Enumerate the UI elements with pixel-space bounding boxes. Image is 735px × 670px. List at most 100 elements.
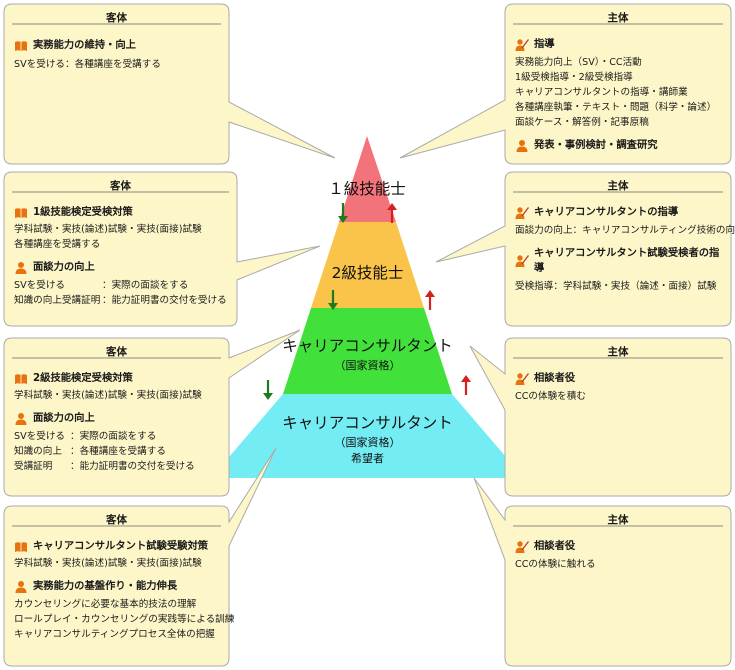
level-1-label: １級技能士 (328, 180, 406, 198)
section-heading: 相談者役 (515, 371, 723, 386)
card-title: 客体 (110, 180, 131, 192)
heading-text: 相談者役 (534, 540, 576, 552)
arrow-up-icon (425, 290, 435, 310)
heading-text: 面談力の向上 (33, 412, 95, 424)
section-heading: 相談者役 (515, 539, 723, 554)
section-heading: キャリアコンサルタント試験受検者の指導 (515, 246, 723, 276)
section-heading: 実務能力の維持・向上 (14, 38, 221, 53)
card-left-1: 客体 実務能力の維持・向上 SVを受ける：各種講座を受講する (4, 4, 229, 164)
heading-text: キャリアコンサルタント試験受験対策 (33, 540, 209, 552)
callout-right-3 (469, 337, 732, 497)
body-line: キャリアコンサルティングプロセス全体の把握 (14, 629, 215, 640)
level-4-sublabel: （国家資格） (334, 436, 401, 449)
callout-right-1 (399, 3, 732, 165)
heading-text: キャリアコンサルタント試験受検者の指導 (534, 247, 720, 274)
book-icon (15, 207, 27, 218)
level-2-label: 2級技能士 (331, 264, 404, 282)
card-title: 客体 (106, 12, 127, 24)
body-line: CCの体験に触れる (515, 559, 596, 570)
person-icon (516, 139, 528, 152)
heading-text: 実務能力の基盤作り・能力伸長 (33, 580, 178, 592)
heading-text: 相談者役 (534, 372, 576, 384)
body-pair: 受講証明：能力証明書の交付を受ける (14, 461, 195, 472)
body-line: SVを受ける：各種講座を受講する (14, 59, 161, 70)
body-line: CCの体験を積む (515, 391, 586, 402)
card-title: 主体 (607, 12, 629, 24)
heading-text: 1級技能検定受検対策 (33, 206, 133, 218)
card-left-4: 客体 キャリアコンサルタント試験受験対策 学科試験・実技(論述)試験・実技(面接… (4, 506, 234, 666)
body-line: 面談ケース・解答例・記事原稿 (515, 117, 649, 128)
section-heading: 指導 (515, 37, 723, 52)
heading-text: キャリアコンサルタントの指導 (534, 206, 679, 218)
body-line: 各種講座執筆・テキスト・問題（科学・論述） (515, 102, 717, 113)
teacher-icon (515, 540, 529, 553)
body-pair: 知識の向上：各種講座を受講する (14, 446, 166, 457)
pyramid-level-2 (311, 222, 424, 308)
pyramid-level-1 (339, 136, 396, 222)
arrow-down-icon (338, 203, 348, 223)
section-heading: 実務能力の基盤作り・能力伸長 (14, 579, 221, 594)
section-heading: 発表・事例検討・調査研究 (515, 138, 723, 153)
body-line: キャリアコンサルタントの指導・講師業 (515, 87, 688, 98)
section-heading: キャリアコンサルタントの指導 (515, 205, 723, 220)
callout-left-1 (3, 3, 336, 165)
teacher-icon (515, 206, 529, 219)
person-icon (15, 261, 27, 274)
pyramid-level-4 (211, 394, 524, 478)
card-title: 主体 (607, 346, 629, 358)
callout-left-2 (3, 171, 321, 327)
heading-text: 実務能力の維持・向上 (33, 39, 136, 51)
section-heading: キャリアコンサルタント試験受験対策 (14, 539, 221, 554)
body-pair: SVを受ける：実際の面談をする (14, 280, 189, 291)
heading-text: 面談力の向上 (33, 261, 95, 273)
heading-text: 発表・事例検討・調査研究 (534, 139, 658, 151)
level-4-sublabel-2: 希望者 (351, 452, 384, 465)
teacher-icon (515, 372, 529, 385)
book-icon (15, 40, 27, 51)
body-line: 学科試験・実技(論述)試験・実技(面接)試験 (14, 224, 202, 235)
body-line: 学科試験・実技(論述)試験・実技(面接)試験 (14, 558, 202, 569)
section-heading: 1級技能検定受検対策 (14, 205, 229, 220)
person-icon (15, 412, 27, 425)
person-icon (15, 580, 27, 593)
arrow-down-icon (328, 290, 338, 310)
card-right-4: 主体 相談者役 CCの体験に触れる (505, 506, 731, 666)
card-title: 客体 (106, 514, 127, 526)
section-heading: 面談力の向上 (14, 260, 229, 275)
callout-right-2 (435, 171, 732, 327)
body-line: 1級受検指導・2級受検指導 (515, 72, 633, 83)
arrow-up-icon (461, 375, 471, 395)
book-icon (15, 373, 27, 384)
card-left-2: 客体 1級技能検定受検対策 学科試験・実技(論述)試験・実技(面接)試験 各種講… (4, 172, 237, 326)
heading-text: 指導 (534, 38, 555, 50)
body-line: 受検指導：学科試験・実技（論述・面接）試験 (515, 281, 717, 292)
body-pair: SVを受ける：実際の面談をする (14, 431, 157, 442)
level-3-label: キャリアコンサルタント (282, 337, 453, 355)
heading-text: 2級技能検定受検対策 (33, 372, 133, 384)
teacher-icon (515, 255, 529, 267)
card-right-3: 主体 相談者役 CCの体験を積む (505, 338, 731, 496)
callout-right-4 (473, 477, 732, 667)
card-title: 主体 (607, 180, 629, 192)
arrow-up-icon (387, 203, 397, 223)
card-title: 客体 (106, 346, 127, 358)
body-line: 面談力の向上：キャリアコンサルティング技術の向上 (515, 225, 735, 236)
body-line: 各種講座を受講する (14, 239, 101, 250)
body-line: 学科試験・実技(論述)試験・実技(面接)試験 (14, 390, 202, 401)
section-heading: 2級技能検定受検対策 (14, 371, 221, 386)
card-right-2: 主体 キャリアコンサルタントの指導 面談力の向上：キャリアコンサルティング技術の… (505, 172, 735, 326)
level-3-sublabel: （国家資格） (334, 359, 401, 372)
pyramid-level-3 (283, 308, 452, 394)
body-line: カウンセリングに必要な基本的技法の理解 (14, 599, 197, 610)
card-title: 主体 (607, 514, 629, 526)
body-pair: 知識の向上受講証明：能力証明書の交付を受ける (14, 295, 227, 306)
arrow-down-icon (263, 380, 273, 400)
callout-left-4 (3, 447, 277, 667)
card-left-3: 客体 2級技能検定受検対策 学科試験・実技(論述)試験・実技(面接)試験 面談力… (4, 338, 229, 496)
teacher-icon (515, 38, 529, 51)
body-line: 実務能力向上（SV）・CC活動 (515, 57, 642, 68)
book-icon (15, 541, 27, 552)
card-right-1: 主体 指導 実務能力向上（SV）・CC活動 1級受検指導・2級受検指導 キャリア… (505, 4, 731, 164)
section-heading: 面談力の向上 (14, 411, 221, 426)
